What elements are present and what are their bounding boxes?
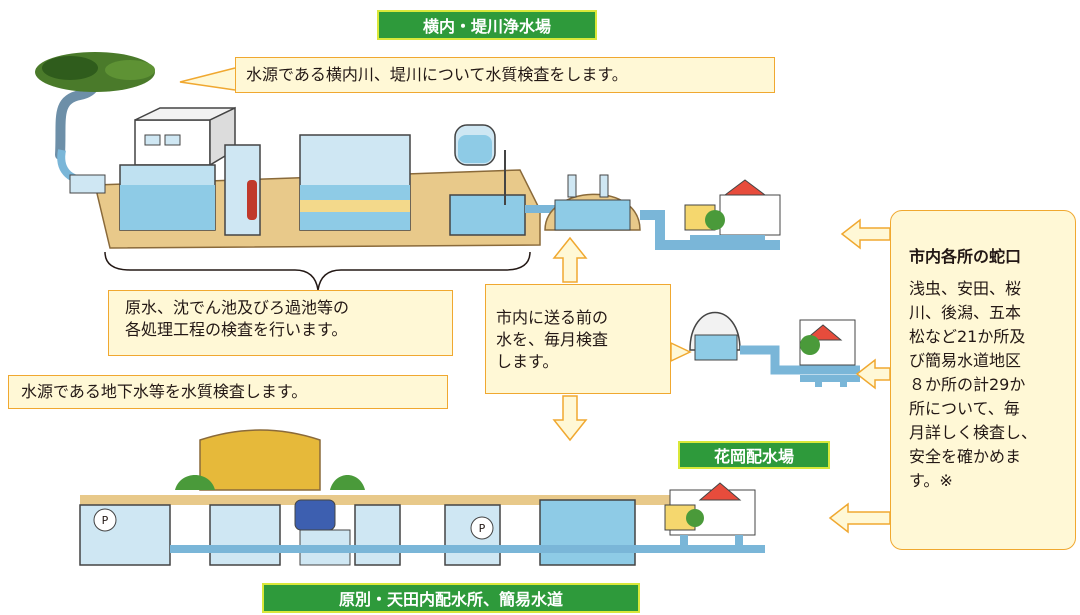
note-monthly-check-text: 市内に送る前の 水を、毎月検査 します。 (496, 308, 609, 371)
note-source-river-text: 水源である横内川、堤川について水質検査をします。 (246, 65, 628, 84)
source-note-pointer (179, 67, 236, 91)
basin-1 (209, 504, 281, 566)
tap-arrows (828, 218, 891, 534)
pump-letter-right: P (479, 522, 486, 535)
process-brace (104, 251, 531, 291)
elevated-tank (454, 124, 506, 205)
label-yokouchi-plant: 横内・堤川浄水場 (377, 10, 597, 40)
note-process-check-text: 原水、沈でん池及びろ過池等の 各処理工程の検査を行います。 (125, 298, 350, 339)
taps-title: 市内各所の蛇口 (909, 247, 1022, 266)
taps-info-box: 市内各所の蛇口 浅虫、安田、桜 川、後潟、五本 松など21か所及 び簡易水道地区… (890, 210, 1076, 550)
chemical-tank-bottom (294, 499, 351, 566)
clear-water-reservoir (449, 194, 526, 236)
basin-2 (354, 504, 401, 566)
label-hanaoka-reservoir: 花岡配水場 (678, 441, 830, 469)
houses-top (684, 179, 781, 250)
hanaoka-pointer (670, 341, 692, 363)
note-groundwater-text: 水源である地下水等を水質検査します。 (21, 382, 308, 401)
pump-well-left (79, 504, 171, 566)
taps-body: 浅虫、安田、桜 川、後潟、五本 松など21か所及 び簡易水道地区 ８か所の計29… (909, 279, 1038, 490)
note-groundwater: 水源である地下水等を水質検査します。 (8, 375, 448, 409)
hanaoka-reservoir-illustration (689, 311, 860, 387)
houses-bottom (664, 482, 756, 550)
note-monthly-check: 市内に送る前の 水を、毎月検査 します。 (485, 284, 671, 394)
control-building (134, 106, 236, 167)
pump-well-right (444, 504, 501, 566)
bottom-plant-illustration: P P (79, 429, 765, 566)
label-harabetsu-plant: 原別・天田内配水所、簡易水道 (262, 583, 640, 613)
chemical-tank (224, 144, 261, 236)
basin-3 (539, 499, 636, 566)
note-source-river: 水源である横内川、堤川について水質検査をします。 (235, 57, 775, 93)
monthly-check-arrow (552, 236, 588, 442)
purification-plant-illustration (35, 52, 555, 249)
tree-icon (35, 52, 155, 160)
sedimentation-basin (119, 164, 216, 231)
note-process-check: 原水、沈でん池及びろ過池等の 各処理工程の検査を行います。 (108, 290, 453, 356)
filtration-basin (299, 134, 411, 231)
pump-letter-left: P (102, 514, 109, 527)
